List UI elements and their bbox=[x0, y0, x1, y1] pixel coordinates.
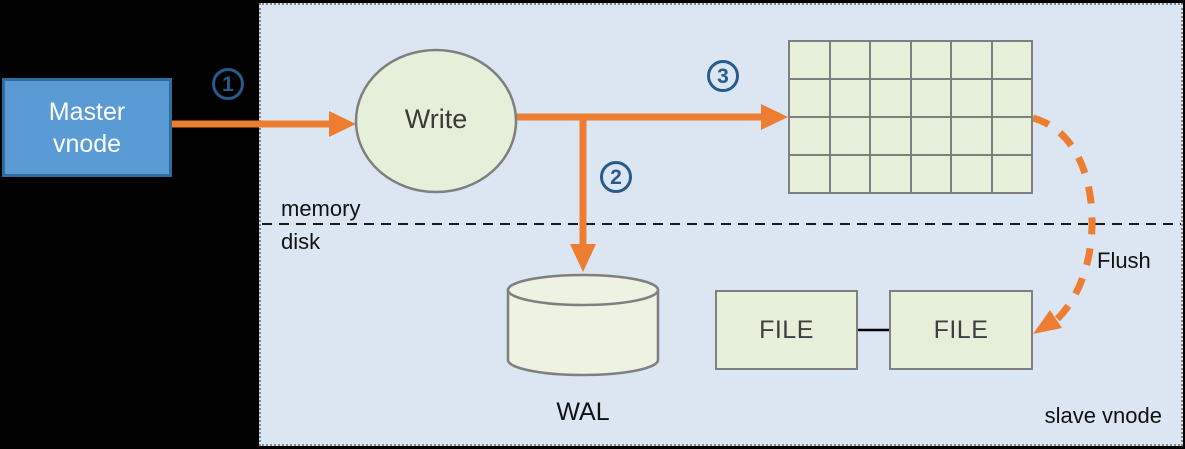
memtable-cell bbox=[871, 156, 910, 192]
memtable-cell bbox=[952, 118, 991, 154]
memtable-cell bbox=[952, 156, 991, 192]
memtable-cell bbox=[952, 80, 991, 116]
memtable-cell bbox=[992, 80, 1031, 116]
memtable-cell bbox=[830, 42, 869, 78]
memtable-cell bbox=[790, 156, 829, 192]
master-vnode-label-line2: vnode bbox=[52, 129, 122, 158]
memtable-cell bbox=[871, 42, 910, 78]
step-3-badge: 3 bbox=[707, 60, 739, 92]
master-vnode-label-line1: Master bbox=[48, 97, 126, 126]
step-1-number: 1 bbox=[222, 72, 234, 96]
disk-label: disk bbox=[281, 229, 321, 254]
file-box-left: FILE bbox=[715, 290, 858, 370]
master-vnode-box: Master vnode bbox=[2, 78, 172, 177]
memtable-cell bbox=[911, 156, 950, 192]
memtable-cell bbox=[790, 42, 829, 78]
wal-label: WAL bbox=[556, 398, 610, 426]
flush-label: Flush bbox=[1097, 248, 1151, 273]
step-2-number: 2 bbox=[610, 165, 622, 189]
memtable-cell bbox=[871, 118, 910, 154]
step-1-badge: 1 bbox=[212, 68, 244, 100]
file-right-label: FILE bbox=[933, 315, 989, 344]
memtable-cell bbox=[992, 156, 1031, 192]
step-2-badge: 2 bbox=[600, 161, 632, 193]
memtable-cell bbox=[830, 156, 869, 192]
memtable-cell bbox=[830, 118, 869, 154]
memtable-cell bbox=[911, 118, 950, 154]
file-box-right: FILE bbox=[889, 290, 1033, 370]
memtable-cell bbox=[911, 80, 950, 116]
memtable-cell bbox=[992, 42, 1031, 78]
write-label: Write bbox=[404, 104, 468, 134]
memtable-cell bbox=[952, 42, 991, 78]
memtable-cell bbox=[790, 118, 829, 154]
memtable-cell bbox=[911, 42, 950, 78]
step-3-number: 3 bbox=[717, 64, 729, 88]
file-left-label: FILE bbox=[759, 315, 814, 344]
memtable-grid bbox=[788, 40, 1033, 194]
memtable-cell bbox=[830, 80, 869, 116]
memory-label: memory bbox=[281, 196, 361, 221]
memtable-cell bbox=[871, 80, 910, 116]
memtable-cell bbox=[992, 118, 1031, 154]
memtable-cell bbox=[790, 80, 829, 116]
slave-vnode-label: slave vnode bbox=[1044, 403, 1162, 428]
